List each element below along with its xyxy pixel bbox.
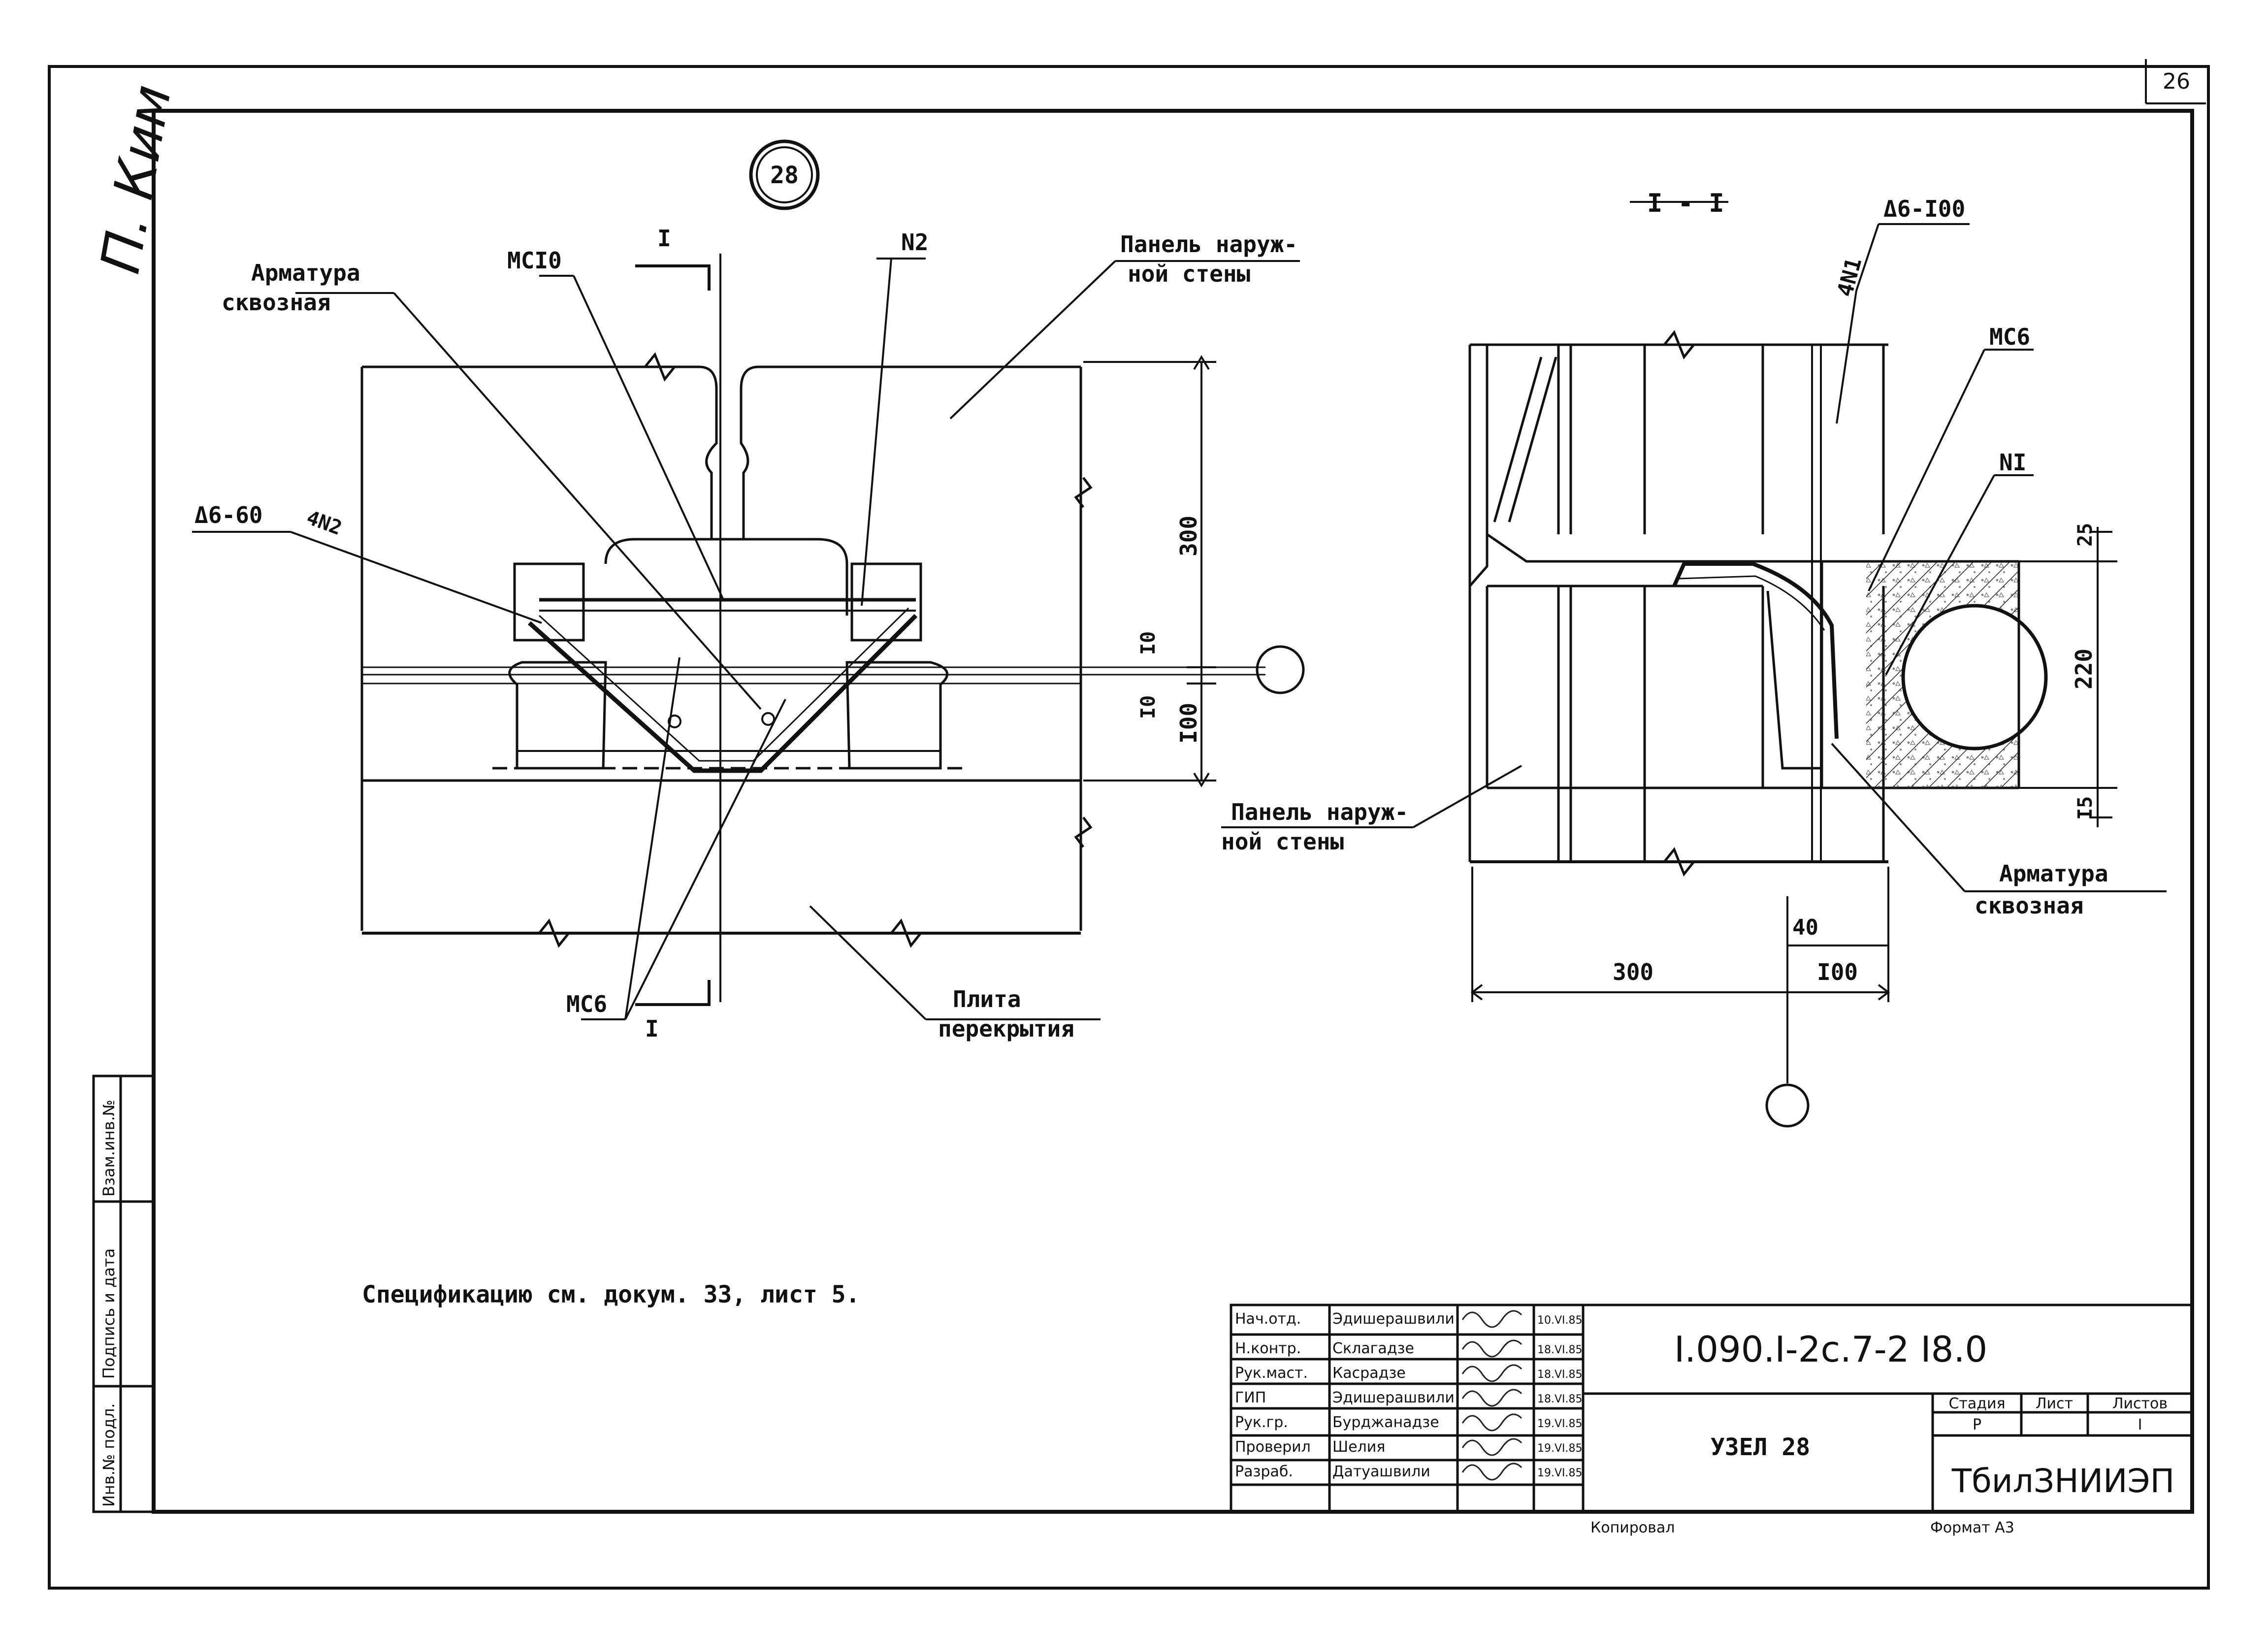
label-4n2: 4N2: [304, 506, 345, 540]
tb-signature: [1461, 1438, 1523, 1456]
label-panel-right-2: ной стены: [1221, 828, 1344, 855]
label-mc6: МС6: [566, 991, 607, 1017]
tb-name: Склагадзе: [1332, 1340, 1414, 1357]
tb-name: Эдишерашвили: [1332, 1389, 1455, 1406]
handwritten-mark: П. Ким: [89, 80, 184, 278]
dim-220: 220: [2071, 649, 2097, 689]
svg-text:28: 28: [770, 162, 799, 189]
dim-300: 300: [1175, 516, 1202, 556]
section-mark-bottom: I: [645, 1015, 659, 1042]
left-leader-lines: [192, 258, 1300, 1020]
label-plate-1: Плита: [953, 986, 1021, 1012]
stamp-inv-orig: Инв.№ подл.: [99, 1403, 118, 1507]
tb-role: ГИП: [1235, 1389, 1266, 1406]
tb-signature: [1461, 1389, 1523, 1407]
section-mark-top: I: [657, 225, 671, 252]
label-d6-60: Δ6-60: [194, 502, 262, 528]
tb-date: 10.VI.85: [1537, 1314, 1583, 1327]
dim-100: I00: [1175, 703, 1202, 744]
right-dimensions: [1470, 527, 2117, 1002]
stamp-signature-date: Подпись и дата: [99, 1248, 118, 1379]
label-d6-100: Δ6-I00: [1883, 195, 1965, 222]
tb-name: Датуашвили: [1332, 1463, 1430, 1480]
dim-25: 25: [2074, 523, 2097, 547]
dim-100-right: I00: [1817, 959, 1858, 985]
doc-code: I.090.I-2с.7-2 I8.0: [1674, 1329, 1987, 1370]
stage-value: Р: [1973, 1416, 1981, 1433]
tb-role: Нач.отд.: [1235, 1310, 1301, 1328]
stamp-replaces-inv: Взам.инв.№: [99, 1100, 118, 1197]
tb-date: 19.VI.85: [1537, 1418, 1583, 1430]
tb-role: Рук.маст.: [1235, 1365, 1308, 1382]
label-mc10: МСI0: [507, 247, 562, 274]
node-badge: 28: [749, 139, 820, 210]
tb-date: 18.VI.85: [1537, 1344, 1583, 1356]
tb-signature: [1461, 1463, 1523, 1481]
right-view: [1468, 330, 2048, 1128]
tb-name: Касрадзе: [1332, 1365, 1406, 1382]
label-armature-2: сквозная: [222, 289, 331, 316]
outer-border: [48, 65, 2210, 1590]
tb-name: Эдишерашвили: [1332, 1310, 1455, 1328]
tb-date: 18.VI.85: [1537, 1393, 1583, 1405]
stage-header: Стадия: [1948, 1395, 2005, 1412]
dim-10a: I0: [1137, 631, 1160, 655]
format-label: Формат А3: [1930, 1519, 2014, 1536]
label-mc6-right: МС6: [1989, 324, 2030, 350]
tb-role: Н.контр.: [1235, 1340, 1301, 1357]
label-armature-right-1: Арматура: [1999, 860, 2108, 887]
sheet-header: Лист: [2036, 1395, 2073, 1412]
left-view: [360, 254, 1265, 1006]
label-armature-1: Арматура: [251, 260, 360, 286]
tb-role: Рук.гр.: [1235, 1414, 1288, 1431]
tb-name: Бурджанадзе: [1332, 1414, 1439, 1431]
tb-role: Разраб.: [1235, 1463, 1293, 1480]
left-dimensions: [1083, 355, 1305, 787]
tb-role: Проверил: [1235, 1438, 1311, 1456]
tb-date: 19.VI.85: [1537, 1467, 1583, 1479]
title-block: [1230, 1303, 2194, 1513]
section-title: I - I: [1647, 189, 1724, 218]
copied-by: Копировал: [1590, 1519, 1675, 1536]
tb-name: Шелия: [1332, 1438, 1385, 1456]
sheet-number: 26: [2163, 69, 2190, 94]
organization: ТбилЗНИИЭП: [1951, 1462, 2175, 1500]
dim-300-right: 300: [1613, 959, 1653, 985]
sheets-header: Листов: [2112, 1395, 2168, 1412]
tb-date: 18.VI.85: [1537, 1368, 1583, 1381]
dim-15: I5: [2074, 796, 2097, 820]
label-plate-2: перекрытия: [938, 1015, 1074, 1042]
tb-signature: [1461, 1413, 1523, 1432]
label-panel-right-1: Панель наруж-: [1231, 799, 1408, 825]
left-labels: Арматура сквозная МСI0 N2 Панель наруж- …: [194, 225, 1297, 1042]
label-n1: NI: [1999, 449, 2026, 476]
tb-date: 19.VI.85: [1537, 1442, 1583, 1455]
label-panel-2: ной стены: [1128, 260, 1250, 287]
title-block-rows: Нач.отд. Эдишерашвили 10.VI.85Н.контр. Скла…: [1235, 1310, 1583, 1481]
drawing-frame: [152, 109, 2194, 1514]
dim-10b: I0: [1137, 695, 1160, 719]
tb-signature: [1461, 1364, 1523, 1382]
label-n2: N2: [901, 229, 928, 256]
tb-signature: [1461, 1310, 1523, 1328]
label-4n1: 4N1: [1832, 255, 1867, 299]
dim-40: 40: [1792, 915, 1818, 940]
tb-signature: [1461, 1339, 1523, 1358]
side-stamp: [92, 1074, 155, 1513]
title: УЗЕЛ 28: [1711, 1433, 1810, 1461]
label-panel-1: Панель наруж-: [1120, 231, 1297, 258]
sheets-value: I: [2138, 1416, 2142, 1433]
spec-note: Спецификацию см. докум. 33, лист 5.: [362, 1281, 860, 1308]
right-leader-lines: [1221, 201, 2167, 892]
label-armature-right-2: сквозная: [1975, 892, 2084, 919]
